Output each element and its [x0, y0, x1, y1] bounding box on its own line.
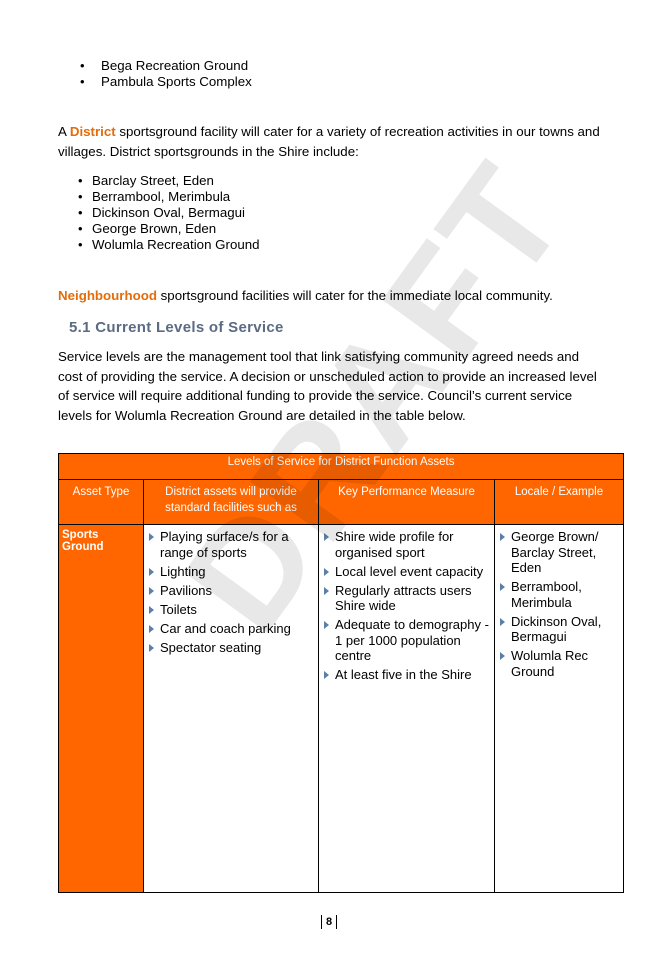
column-header: Locale / Example	[493, 479, 625, 525]
list-item: Shire wide profile for organised sport	[324, 529, 490, 560]
paragraph-lead: A	[58, 124, 70, 139]
district-paragraph: A District sportsground facility will ca…	[58, 122, 606, 161]
list-item: Lighting	[149, 564, 314, 580]
performance-measure-cell: Shire wide profile for organised sport L…	[318, 524, 495, 893]
neighbourhood-paragraph: Neighbourhood sportsground facilities wi…	[58, 286, 606, 306]
list-item: Barclay Street, Eden	[78, 173, 260, 189]
column-header: District assets will provide standard fa…	[143, 479, 319, 525]
column-header: Asset Type	[58, 479, 144, 525]
list-item: Toilets	[149, 602, 314, 618]
list-item: Dickinson Oval, Bermagui	[499, 614, 619, 645]
levels-of-service-table: Levels of Service for District Function …	[57, 453, 625, 893]
list-item: Pambula Sports Complex	[80, 74, 252, 90]
table-row: Sports Ground Playing surface/s for a ra…	[58, 524, 625, 893]
neighbourhood-highlight: Neighbourhood	[58, 288, 157, 303]
table-caption: Levels of Service for District Function …	[57, 453, 625, 480]
measures-list: Shire wide profile for organised sport L…	[323, 529, 490, 683]
list-item: Playing surface/s for a range of sports	[149, 529, 314, 560]
paragraph-text: sportsground facility will cater for a v…	[58, 124, 600, 159]
district-sportsground-list: Barclay Street, Eden Berrambool, Merimbu…	[78, 173, 260, 253]
list-item: Berrambool, Merimbula	[78, 189, 260, 205]
locale-cell: George Brown/ Barclay Street, Eden Berra…	[493, 524, 625, 893]
list-item: Adequate to demography - 1 per 1000 popu…	[324, 617, 489, 663]
list-item: Dickinson Oval, Bermagui	[78, 205, 260, 221]
list-item: Pavilions	[149, 583, 314, 599]
list-item: Berrambool, Merimbula	[499, 579, 619, 610]
list-item: Wolumla Rec Ground	[499, 648, 619, 679]
facilities-list: Playing surface/s for a range of sports …	[148, 529, 314, 655]
list-item: Bega Recreation Ground	[80, 58, 252, 74]
asset-type-cell: Sports Ground	[58, 524, 144, 893]
list-item: At least five in the Shire	[324, 667, 490, 683]
list-item: Spectator seating	[149, 640, 314, 656]
list-item: Regularly attracts users Shire wide	[324, 583, 490, 614]
paragraph-text: sportsground facilities will cater for t…	[156, 288, 553, 303]
section-heading: 5.1 Current Levels of Service	[69, 319, 284, 336]
list-item: Wolumla Recreation Ground	[78, 237, 259, 253]
facilities-cell: Playing surface/s for a range of sports …	[143, 524, 319, 893]
list-item: Car and coach parking	[149, 621, 314, 637]
district-highlight: District	[69, 124, 116, 139]
list-item: George Brown, Eden	[78, 221, 260, 237]
service-levels-paragraph: Service levels are the management tool t…	[58, 349, 597, 423]
sportsground-list-top: Bega Recreation Ground Pambula Sports Co…	[80, 58, 252, 90]
list-item: George Brown/ Barclay Street, Eden	[499, 529, 619, 576]
page-number: 8	[321, 915, 338, 929]
locales-list: George Brown/ Barclay Street, Eden Berra…	[499, 529, 619, 679]
list-item: Local level event capacity	[324, 564, 490, 580]
column-header: Key Performance Measure	[318, 479, 495, 525]
